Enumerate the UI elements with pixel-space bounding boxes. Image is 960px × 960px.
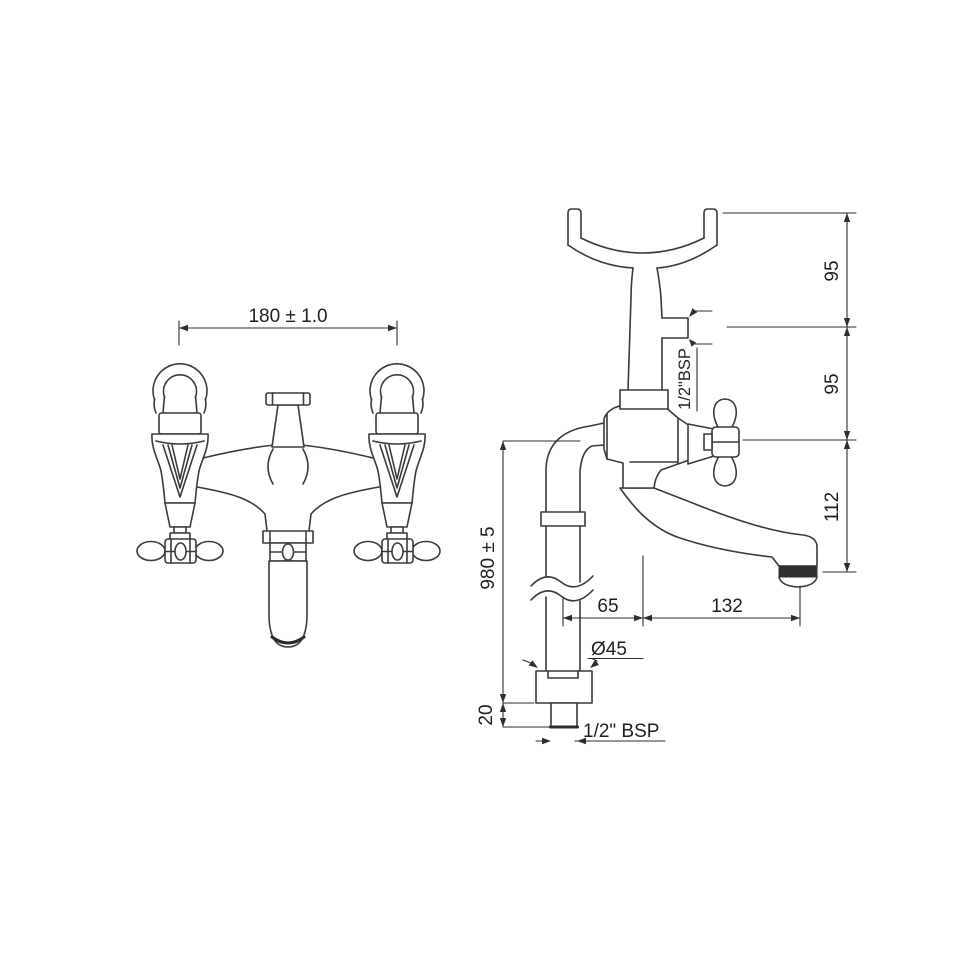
- side-valve-body: [603, 404, 702, 489]
- right-cross-handle-left-lobe: [353, 540, 383, 562]
- handle-hub-notch: [703, 433, 713, 451]
- dim-132-label: 132: [711, 596, 743, 617]
- handset-cradle: [567, 208, 718, 299]
- dim-bottom-thread: 1/2" BSP: [535, 721, 666, 745]
- left-neck: [164, 502, 196, 528]
- dim-side-port-thread: 1/2"BSP: [676, 308, 713, 412]
- crossbar-bottom-edges: [196, 486, 380, 532]
- dim-overall-height: 980 ± 5 20: [476, 440, 581, 728]
- crossbar-top-edges: [202, 444, 374, 459]
- center-collar-ticks: [269, 530, 307, 544]
- cradle-bowl-inner: [580, 237, 705, 254]
- dim-65-label: 65: [597, 596, 618, 617]
- aerator: [778, 565, 818, 578]
- front-center-spout-assembly: [196, 392, 380, 648]
- inlet-tail: [550, 702, 578, 728]
- right-loop-inner: [379, 374, 415, 398]
- center-block-oval: [281, 543, 295, 561]
- dim-front-width-label: 180 ± 1.0: [248, 306, 327, 327]
- front-left-valve: [136, 363, 224, 564]
- right-neck: [381, 502, 413, 528]
- left-cross-handle-left-lobe: [136, 540, 166, 562]
- riser-column: [627, 297, 689, 391]
- right-loop-flare: [370, 395, 424, 414]
- cradle-bowl-outer: [567, 244, 718, 269]
- elbow-outer: [545, 422, 605, 513]
- left-cross-handle-right-lobe: [194, 540, 224, 562]
- cradle-left-upright: [567, 208, 582, 246]
- dim-overall-height-label: 980 ± 5: [478, 526, 499, 589]
- dimension-annotations: 180 ± 1.0 95 95 112 980 ± 5 20: [178, 212, 857, 745]
- center-bulge-arcs: [267, 448, 309, 485]
- left-loop-inner: [162, 374, 198, 398]
- left-bonnet-block: [158, 412, 202, 435]
- right-cross-handle-right-lobe: [411, 540, 441, 562]
- dim-bottom-chain: 65 132: [562, 555, 801, 627]
- handle-bottom-lobe: [712, 455, 738, 487]
- dim-flange-diameter: Ø45: [522, 639, 644, 668]
- dim-bottom-thread-label: 1/2" BSP: [583, 721, 659, 742]
- leg-collar: [540, 511, 586, 527]
- break-wave-2: [530, 589, 594, 602]
- dim-front-width: 180 ± 1.0: [178, 306, 398, 346]
- right-hub-oval: [391, 542, 404, 561]
- right-nub-top: [390, 526, 404, 534]
- cradle-right-upright: [703, 208, 718, 246]
- front-right-valve: [353, 363, 441, 564]
- dim-vertical-chain: 95 95 112: [722, 212, 857, 573]
- left-loop-flare: [153, 395, 207, 414]
- cradle-stem: [630, 267, 662, 299]
- right-loop-outer: [369, 363, 425, 401]
- elbow-inner: [579, 444, 605, 513]
- shower-side-port: [661, 317, 689, 339]
- body-top-collar: [619, 389, 669, 410]
- diverter-t-bar: [265, 392, 311, 406]
- right-grip-chevrons: [379, 444, 415, 498]
- side-view: [530, 208, 818, 729]
- diverter-stem: [271, 404, 305, 448]
- dim-tail-length-label: 20: [476, 704, 497, 725]
- dim-side-port-thread-label: 1/2"BSP: [676, 348, 694, 410]
- front-spout: [268, 560, 308, 648]
- front-spout-rim: [270, 635, 306, 645]
- right-bonnet-block: [375, 412, 419, 435]
- left-loop-outer: [152, 363, 208, 401]
- right-grip-seam: [372, 440, 422, 445]
- left-grip-seam: [155, 440, 205, 445]
- flange-step: [547, 670, 579, 679]
- body-facet-lines: [606, 413, 679, 465]
- front-view: [136, 363, 441, 648]
- handle-top-lobe: [712, 398, 738, 430]
- dim-95-mid-label: 95: [822, 373, 843, 394]
- aerator-shroud: [778, 576, 818, 588]
- leg-edges-lower: [545, 596, 581, 672]
- break-wave-1: [530, 575, 594, 588]
- riser-edges: [627, 297, 663, 391]
- side-body-and-spout: [603, 389, 818, 588]
- left-hub-oval: [174, 542, 187, 561]
- supply-leg: [530, 422, 605, 729]
- dim-flange-dia-label: Ø45: [591, 639, 627, 660]
- side-cross-handle: [687, 398, 740, 487]
- leg-edges-upper: [545, 525, 581, 583]
- left-grip-chevrons: [162, 444, 198, 498]
- side-spout: [619, 487, 818, 567]
- t-bar-end-caps: [271, 392, 305, 406]
- floor-flange: [535, 670, 593, 704]
- dim-95-top-label: 95: [822, 260, 843, 281]
- left-nub-top: [173, 526, 187, 534]
- dim-112-label: 112: [822, 492, 843, 522]
